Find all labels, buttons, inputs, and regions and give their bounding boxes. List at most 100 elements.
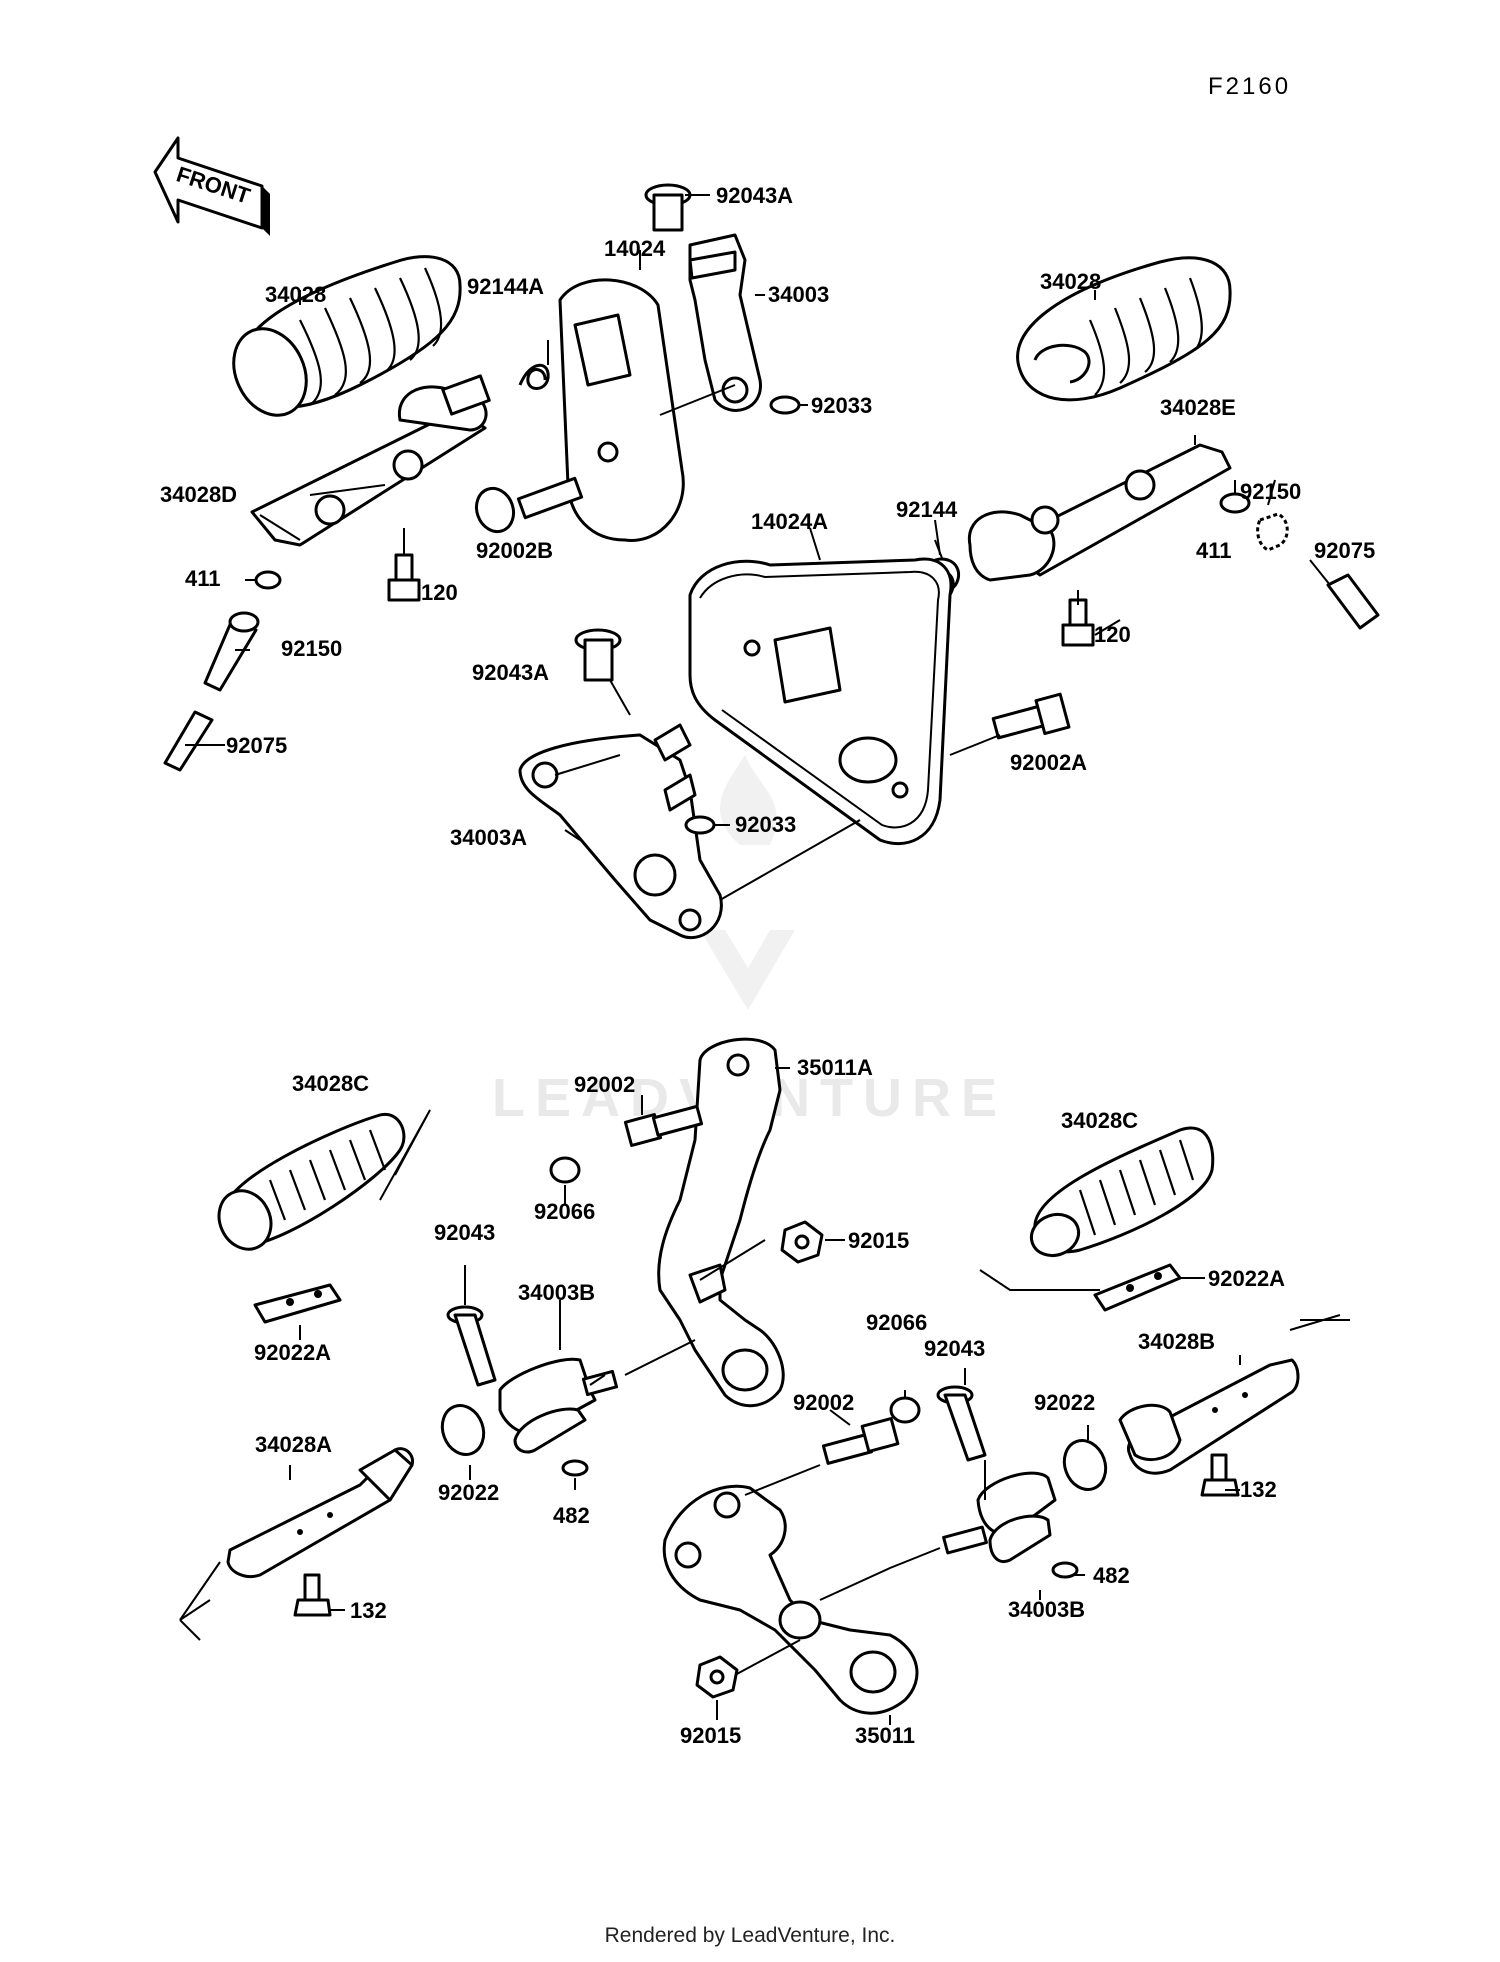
plate-14024A — [688, 557, 953, 846]
part-label: 92043A — [716, 183, 793, 208]
leader-lines — [179, 194, 1350, 1725]
part-label: 34003A — [450, 825, 527, 850]
part-label: 34028C — [292, 1071, 369, 1096]
pin-92150-left — [203, 611, 260, 692]
bracket-34003A — [518, 723, 723, 940]
part-label: 92075 — [226, 733, 287, 758]
part-label: 411 — [1196, 538, 1232, 563]
part-label: 92002B — [476, 538, 553, 563]
footpeg-rubber-34028C-right — [1029, 1126, 1215, 1258]
part-label: 34003B — [1008, 1597, 1085, 1622]
part-label: 92066 — [534, 1199, 595, 1224]
part-label: 34028A — [255, 1432, 332, 1457]
part-label: 34028B — [1138, 1329, 1215, 1354]
part-label: 92022 — [1034, 1390, 1095, 1415]
plate-14024 — [558, 278, 685, 542]
part-label: 34003 — [768, 282, 829, 307]
part-label: 132 — [1240, 1477, 1277, 1502]
part-label: 34028D — [160, 482, 237, 507]
bolt-92002-lower — [821, 1417, 900, 1465]
part-label: 35011 — [855, 1723, 915, 1748]
part-label: 34028 — [265, 282, 326, 307]
nut-92015-upper — [780, 1220, 824, 1264]
part-label: 92075 — [1314, 538, 1375, 563]
pin-92043-left — [446, 1305, 497, 1387]
part-label: 92043 — [434, 1220, 495, 1245]
part-label: 92066 — [866, 1310, 927, 1335]
part-label: 92033 — [735, 812, 796, 837]
part-label: 92022A — [254, 1340, 331, 1365]
part-label: 92022A — [1208, 1266, 1285, 1291]
bracket-35011 — [662, 1484, 919, 1715]
part-label: 92015 — [680, 1723, 741, 1748]
nut-411-left — [254, 570, 282, 590]
part-label: 14024 — [604, 236, 666, 261]
part-label: 34003B — [518, 1280, 595, 1305]
washer-92022-right — [1062, 1439, 1108, 1491]
plate-92022A-left — [253, 1283, 342, 1324]
washer-92066-upper — [549, 1156, 581, 1184]
pin-92043A-upper — [644, 183, 692, 232]
spring-washer-482-right — [1051, 1561, 1079, 1579]
part-label: 34028C — [1061, 1108, 1138, 1133]
part-label: 92022 — [438, 1480, 499, 1505]
part-label: 92002 — [793, 1390, 854, 1415]
part-label: 34028 — [1040, 269, 1101, 294]
pin-92043A-mid — [574, 628, 622, 682]
footpeg-rubber-34028-right — [1016, 256, 1232, 402]
spring-92144A-icon — [518, 363, 550, 390]
bracket-34003B-left — [498, 1357, 619, 1454]
part-label: 411 — [185, 566, 221, 591]
part-label: 92002A — [1010, 750, 1087, 775]
washer-92022-left — [440, 1404, 486, 1456]
pin-92150-right — [1256, 512, 1289, 552]
part-label: 14024A — [751, 509, 828, 534]
bracket-34003B-right — [942, 1471, 1057, 1564]
bolt-132-left — [293, 1573, 332, 1617]
part-label: 92043A — [472, 660, 549, 685]
part-label: 34028E — [1160, 395, 1236, 420]
part-label: 120 — [1094, 622, 1131, 647]
part-label: 92144A — [467, 274, 544, 299]
bracket-34003 — [688, 233, 762, 412]
part-label: 92043 — [924, 1336, 985, 1361]
nut-92015-lower — [695, 1655, 739, 1699]
part-label: 92015 — [848, 1228, 909, 1253]
part-label: 92033 — [811, 393, 872, 418]
footer-credit: Rendered by LeadVenture, Inc. — [604, 1924, 896, 1947]
part-label: 92002 — [574, 1072, 635, 1097]
bolt-120-left — [387, 553, 421, 602]
spring-washer-92033-upper — [769, 395, 801, 415]
part-label: 482 — [1093, 1563, 1130, 1588]
part-label: 35011A — [797, 1055, 873, 1080]
pin-92075-right — [1326, 573, 1380, 630]
front-arrow-icon: FRONT — [153, 136, 270, 236]
part-label: 132 — [350, 1598, 387, 1623]
part-labels: 92043A 14024 34003 34028 92144A 92033 34… — [160, 183, 1375, 1748]
plate-92022A-right — [1093, 1263, 1182, 1312]
part-label: 120 — [421, 580, 458, 605]
bolt-120-right — [1061, 598, 1095, 647]
spring-washer-482-left — [561, 1459, 589, 1477]
part-label: 92150 — [1240, 479, 1301, 504]
bolt-92002-upper — [623, 1104, 704, 1147]
part-label: 92144 — [896, 497, 958, 522]
footpeg-34028D — [250, 374, 491, 547]
bolt-92002A — [991, 692, 1071, 740]
footpeg-rubber-34028-left — [232, 255, 462, 417]
part-label: 92150 — [281, 636, 342, 661]
pin-92043-right — [936, 1385, 987, 1462]
footpeg-rubber-34028C-left — [217, 1112, 406, 1251]
bolt-92002B — [474, 476, 584, 534]
bolt-132-right — [1200, 1453, 1240, 1497]
part-label: 482 — [553, 1503, 590, 1528]
diagram-code: F2160 — [1208, 73, 1291, 100]
pin-92075-left — [163, 710, 214, 772]
washer-92066-lower — [889, 1396, 921, 1424]
footpeg-34028A — [226, 1447, 415, 1578]
bracket-35011A — [657, 1037, 785, 1408]
footpeg-34028E — [967, 443, 1232, 582]
spring-washer-92033-mid — [684, 815, 716, 835]
footpeg-34028B — [1118, 1358, 1300, 1475]
